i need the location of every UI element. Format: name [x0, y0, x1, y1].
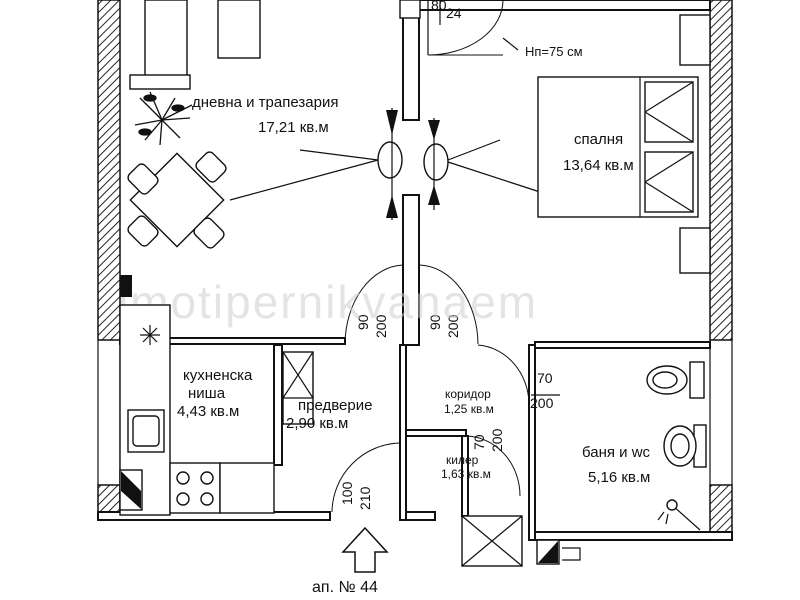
corridor-door-width: 90: [427, 314, 443, 330]
stove: [169, 462, 221, 514]
bathroom-name: баня и wc: [582, 444, 651, 461]
living-room-name: дневна и трапезария: [192, 94, 338, 111]
bedroom-top-wall: [418, 0, 711, 11]
top-door-frame: [399, 0, 421, 19]
entrance-door-height: 210: [357, 486, 373, 510]
right-exterior-wall: [709, 0, 733, 341]
bath-top-wall: [534, 341, 711, 349]
storage-name: килер: [446, 453, 479, 467]
entrance-door-width: 100: [339, 481, 355, 505]
top-door-width: 80: [431, 0, 447, 13]
storage-door-height: 200: [489, 428, 505, 452]
stove-burner: [200, 471, 214, 485]
shower-head-icon: [657, 499, 701, 531]
corridor-name: коридор: [445, 387, 491, 401]
left-lower-wall: [97, 484, 121, 516]
dining-chair: [193, 217, 225, 249]
dining-chair: [127, 215, 159, 247]
hall-area: 2,90 кв.м: [286, 415, 348, 432]
corridor-door-height: 200: [445, 314, 461, 338]
corridor-area: 1,25 кв.м: [444, 402, 494, 416]
dining-table: [127, 151, 227, 249]
dining-chair: [195, 151, 227, 183]
living-door-height: 200: [373, 314, 389, 338]
kitchen-name-line2: ниша: [188, 385, 226, 402]
bath-door-width: 70: [537, 370, 553, 386]
stove-burner: [176, 471, 190, 485]
living-room-area: 17,21 кв.м: [258, 119, 329, 136]
hood-icon: [120, 275, 132, 297]
living-door-width: 90: [355, 314, 371, 330]
bedroom-cabinet: [679, 227, 711, 274]
living-door-swing: [344, 264, 404, 345]
dining-chair: [127, 163, 159, 195]
cooktop-fan-icon: [140, 325, 160, 345]
sink-basin: [132, 415, 160, 447]
height-note: Нп=75 см: [525, 44, 583, 59]
bedroom-area: 13,64 кв.м: [563, 157, 634, 174]
right-lower-wall: [709, 484, 733, 536]
wardrobe-wall: [679, 14, 711, 66]
storage-door-width: 70: [471, 434, 487, 450]
ac-unit-living: [229, 108, 403, 220]
left-exterior-wall: [97, 0, 121, 341]
electrical-panel-icon: [119, 469, 143, 511]
kitchen-cabinet: [219, 462, 275, 514]
watermark: imotipernikvanaem: [118, 276, 538, 328]
storage-area: 1,63 кв.м: [441, 467, 491, 481]
bath-door-swing: [477, 344, 530, 406]
toilet-icon: [646, 361, 705, 399]
double-bed: [537, 76, 699, 218]
bathroom-area: 5,16 кв.м: [588, 469, 650, 486]
storage-door-swing: [465, 435, 521, 497]
kitchen-right-wall: [273, 344, 283, 466]
kitchen-name-line1: кухненска: [183, 367, 253, 384]
plant-icon: [134, 91, 193, 146]
height-note-leader: [502, 37, 519, 51]
water-heater-icon: [536, 539, 581, 565]
corridor-door-swing: [418, 264, 479, 345]
top-door-height: 24: [446, 5, 462, 21]
coffee-table: [217, 0, 261, 59]
stove-burner: [200, 492, 214, 506]
ac-unit-bedroom: [423, 118, 541, 210]
bath-door-height: 200: [530, 395, 554, 411]
storage-top-wall: [405, 429, 467, 437]
entrance-door-swing: [331, 442, 401, 513]
top-door-swing: [427, 0, 504, 56]
stove-burner: [176, 492, 190, 506]
bath-left-wall: [528, 344, 536, 541]
kitchen-area: 4,43 кв.м: [177, 403, 239, 420]
bedroom-name: спалня: [574, 131, 623, 148]
sofa-arm: [129, 74, 191, 90]
storage-shelving: [461, 515, 523, 567]
central-partition-upper: [402, 0, 420, 121]
entrance-arrow-icon: [341, 526, 389, 573]
hall-name: предверие: [298, 397, 372, 414]
washbasin-icon: [663, 424, 707, 468]
bottom-wall-bath: [534, 531, 733, 541]
apartment-number: ап. № 44: [312, 579, 378, 596]
wardrobe-hall: [282, 351, 314, 425]
